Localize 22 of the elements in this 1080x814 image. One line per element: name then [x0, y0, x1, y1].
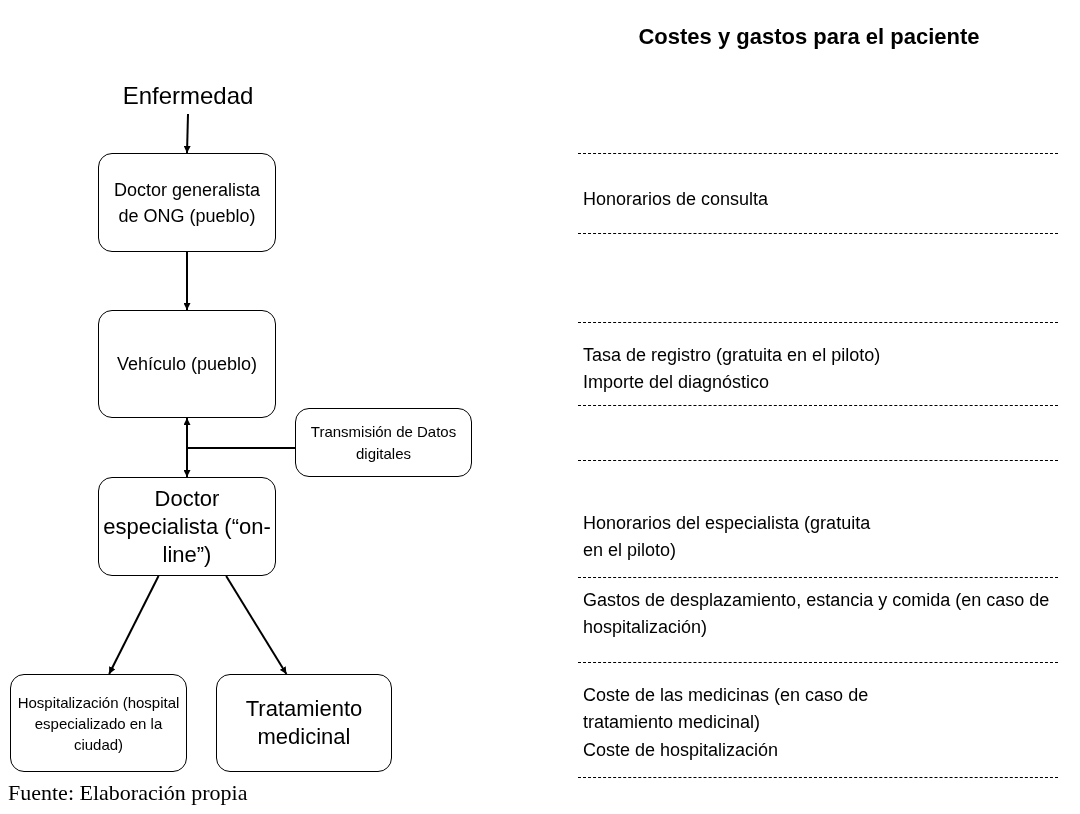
arrow [183, 251, 191, 311]
rounded-box: Hospitalización (hospital especializado en la ciudad) [10, 674, 187, 772]
rounded-box: Doctor generalista de ONG (pueblo) [98, 153, 276, 252]
cost-item: Honorarios del especialista (gratuita en el piloto) [583, 512, 872, 562]
arrow [183, 417, 191, 478]
cost-item: Honorarios de consulta [583, 188, 770, 211]
connector-line [186, 447, 296, 449]
arrow [108, 575, 160, 675]
title: Costes y gastos para el paciente [637, 23, 981, 51]
cost-item: Importe del diagnóstico [583, 371, 771, 394]
cost-item: Gastos de desplazamiento, estancia y comida (en caso de hospitalización) [583, 589, 1051, 639]
node-label: Enfermedad [108, 78, 268, 114]
rounded-box: Doctor especialista (“on-line”) [98, 477, 276, 576]
rounded-box: Transmisión de Datos digitales [295, 408, 472, 477]
arrow [225, 575, 288, 675]
cost-item: Coste de las medicinas (en caso de tratamiento medicinal) [583, 684, 870, 734]
caption: Fuente: Elaboración propia [8, 779, 248, 807]
rounded-box: Vehículo (pueblo) [98, 310, 276, 418]
cost-item: Tasa de registro (gratuita en el piloto) [583, 344, 882, 367]
rounded-box: Tratamiento medicinal [216, 674, 392, 772]
arrow [183, 113, 191, 154]
cost-item: Coste de hospitalización [583, 739, 780, 762]
